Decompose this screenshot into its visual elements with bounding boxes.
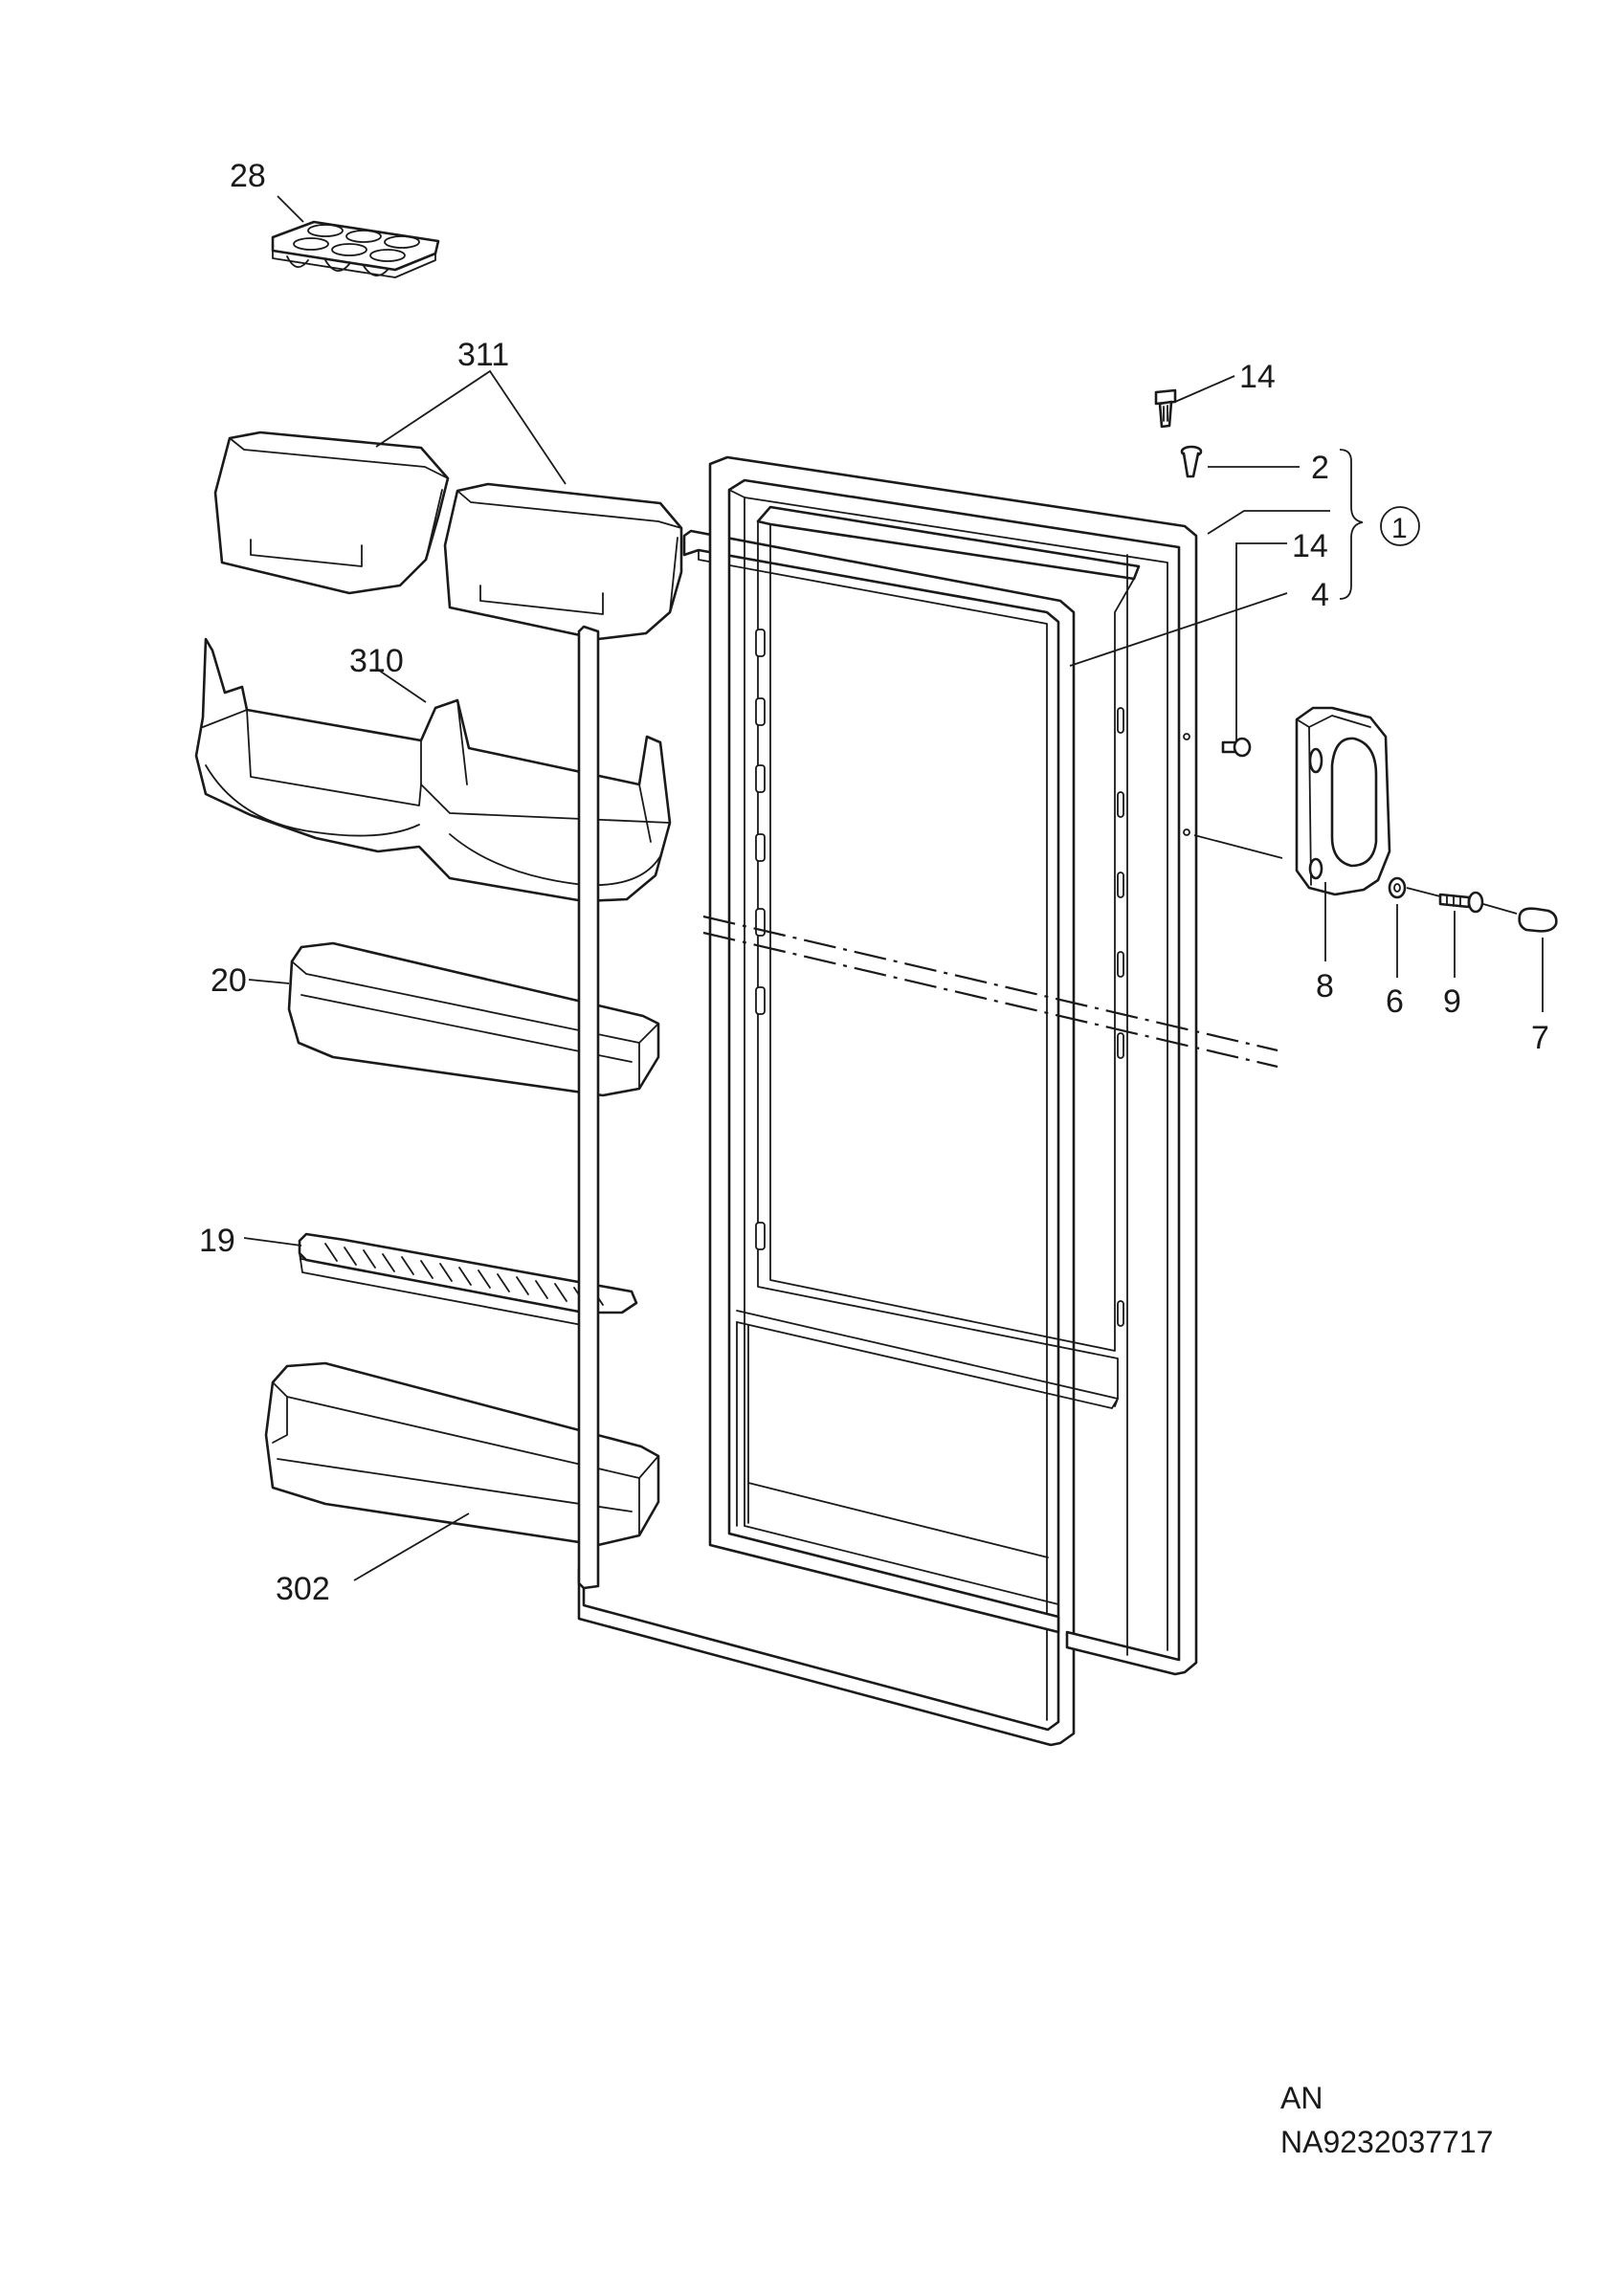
leader-302	[353, 1512, 470, 1581]
leader-28	[277, 195, 304, 223]
footer-code-number: NA9232037717	[1280, 2125, 1493, 2159]
dairy-compartment-right	[443, 482, 683, 641]
washer-part	[1388, 876, 1407, 899]
label-14-top: 14	[1239, 359, 1276, 395]
split-door-shelf	[194, 637, 672, 903]
break-line-upper	[702, 915, 1278, 1052]
hinge-pin-part	[1154, 388, 1177, 429]
door-inner-liner	[708, 455, 1198, 1676]
leader-screw-cap	[1482, 903, 1518, 915]
leader-1	[1207, 510, 1330, 535]
leader-washer-screw	[1406, 887, 1441, 897]
door-gasket	[577, 529, 1076, 1747]
screw-cap-part	[1518, 907, 1558, 933]
leader-4	[1069, 592, 1288, 667]
group-brace	[1339, 449, 1364, 600]
label-1: 1	[1391, 513, 1408, 544]
leader-handle-hole	[1193, 834, 1283, 859]
screw-part	[1438, 891, 1484, 914]
door-handle-part	[1295, 706, 1391, 896]
dairy-compartment-left	[213, 430, 450, 595]
label-6: 6	[1386, 983, 1404, 1020]
group-1-circle	[1380, 506, 1420, 546]
leader-14-top	[1174, 375, 1235, 403]
footer-code-an: AN	[1280, 2081, 1323, 2115]
label-20: 20	[211, 962, 247, 999]
egg-tray-part	[271, 220, 440, 278]
label-4: 4	[1311, 577, 1329, 613]
label-311: 311	[457, 337, 509, 373]
leader-19	[243, 1237, 302, 1247]
label-8: 8	[1316, 968, 1334, 1004]
lower-door-shelf-302	[264, 1361, 660, 1547]
label-28: 28	[230, 158, 266, 194]
door-shelf-20	[287, 941, 660, 1097]
break-line-lower	[702, 931, 1278, 1069]
label-2: 2	[1311, 450, 1329, 486]
hinge-bush-part	[1180, 445, 1203, 478]
label-14-mid: 14	[1292, 528, 1328, 564]
label-310: 310	[349, 643, 404, 679]
handle-screw-part	[1221, 737, 1252, 758]
leader-311	[375, 369, 567, 485]
leader-20	[248, 979, 290, 984]
label-302: 302	[276, 1571, 330, 1607]
label-9: 9	[1443, 983, 1461, 1020]
label-19: 19	[199, 1223, 235, 1259]
leader-14-mid	[1235, 542, 1287, 742]
leader-310	[377, 669, 427, 703]
label-7: 7	[1531, 1020, 1549, 1056]
